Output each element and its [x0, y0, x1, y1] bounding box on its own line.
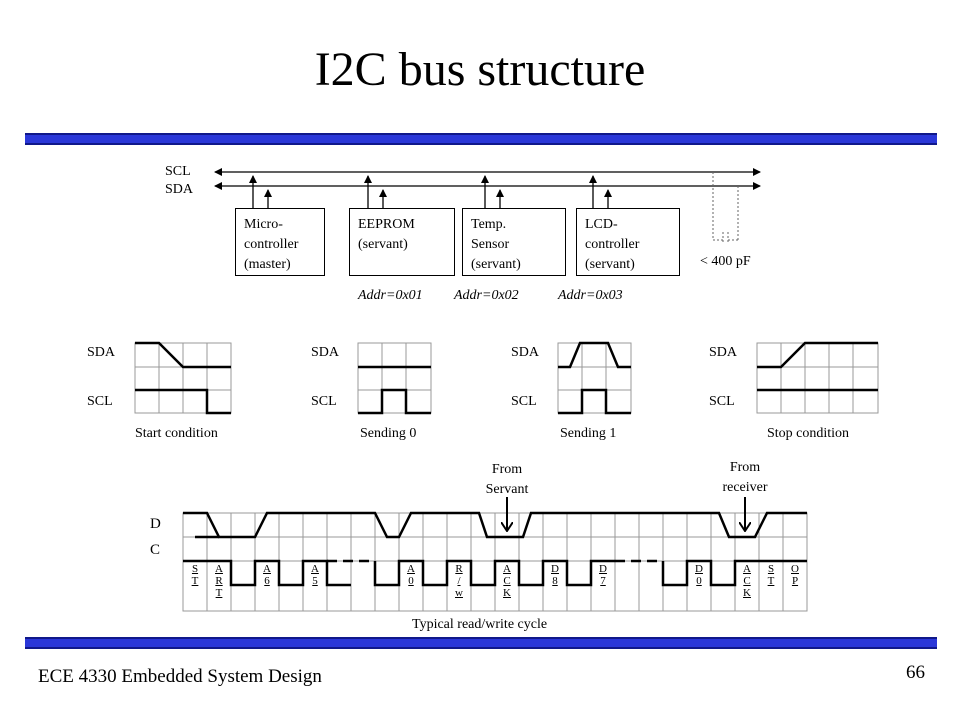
footer-course: ECE 4330 Embedded System Design — [38, 666, 322, 687]
stop-sda-wave — [757, 341, 878, 369]
cycle-data-wave — [183, 511, 807, 539]
stop-sda-label: SDA — [709, 345, 738, 360]
top-accent-bar — [25, 133, 937, 145]
sending-1-diagram — [557, 341, 632, 415]
bottom-accent-bar — [25, 637, 937, 649]
stop-condition-diagram — [756, 341, 879, 414]
start-scl-label: SCL — [87, 394, 113, 409]
sending-0-diagram — [357, 342, 432, 415]
capacitance-label: < 400 pF — [700, 254, 751, 269]
cycle-clock-wave — [183, 559, 351, 587]
device-lcd-controller: LCD-controller(servant) — [576, 208, 680, 276]
stop-caption: Stop condition — [767, 426, 850, 441]
cycle-d-label: D — [150, 516, 161, 532]
sda-label: SDA — [165, 182, 194, 197]
send1-sda-label: SDA — [511, 345, 540, 360]
stop-scl-label: SCL — [709, 394, 735, 409]
send0-sda-label: SDA — [311, 345, 340, 360]
start-condition-diagram — [134, 341, 232, 415]
send0-scl-wave — [358, 388, 431, 415]
slide-title: I2C bus structure — [314, 43, 646, 96]
page-number: 66 — [906, 662, 925, 683]
send1-sda-wave — [558, 341, 631, 369]
address-eeprom: Addr=0x01 — [358, 288, 423, 303]
start-scl-wave — [135, 388, 231, 415]
cycle-c-label: C — [150, 542, 161, 558]
start-sda-wave — [135, 341, 231, 369]
send1-scl-wave — [558, 388, 631, 415]
device-temp-sensor: Temp.Sensor(servant) — [462, 208, 566, 276]
start-caption: Start condition — [135, 426, 218, 441]
scl-label: SCL — [165, 164, 191, 179]
send0-caption: Sending 0 — [360, 426, 417, 441]
address-temp-sensor: Addr=0x02 — [454, 288, 519, 303]
seg-rw: R/w — [455, 563, 463, 599]
cycle-caption: Typical read/write cycle — [412, 617, 548, 632]
send1-scl-label: SCL — [511, 394, 537, 409]
device-microcontroller: Micro-controller(master) — [235, 208, 325, 276]
send1-caption: Sending 1 — [560, 426, 617, 441]
device-eeprom: EEPROM(servant) — [349, 208, 455, 276]
send0-scl-label: SCL — [311, 394, 337, 409]
address-lcd: Addr=0x03 — [558, 288, 623, 303]
start-sda-label: SDA — [87, 345, 116, 360]
